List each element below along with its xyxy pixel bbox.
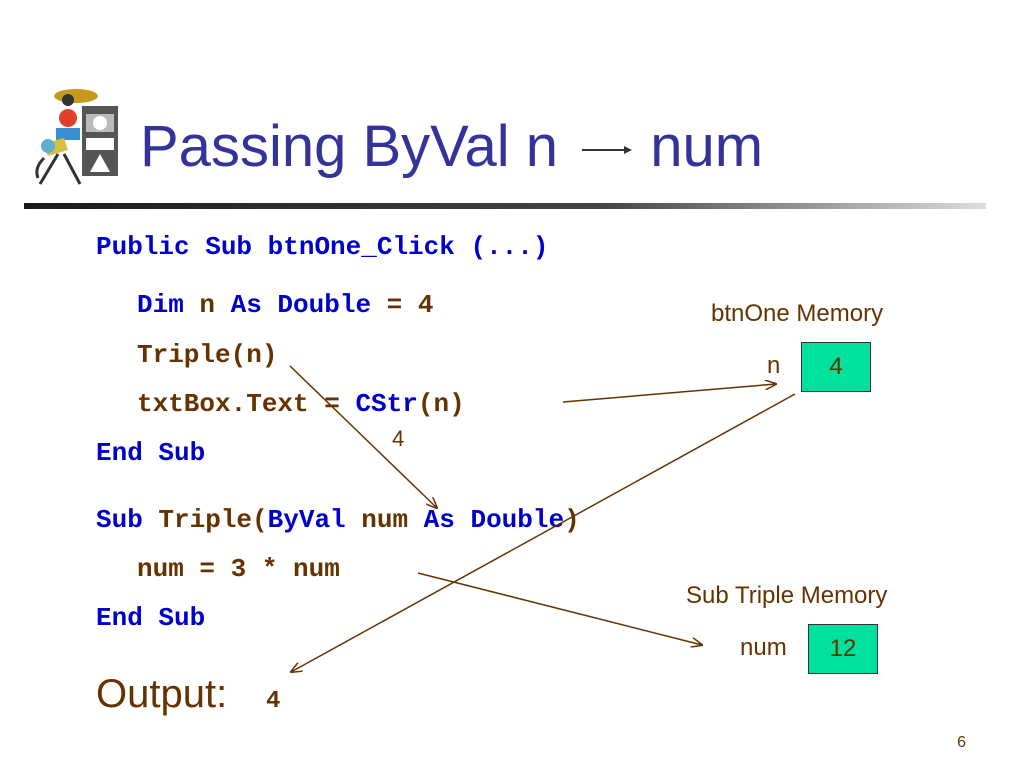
code-text: Triple(n) [137, 340, 278, 370]
code-text: num [345, 505, 424, 535]
keyword: As Double [230, 290, 372, 320]
keyword: Dim [137, 290, 184, 320]
keyword: As Double [423, 505, 565, 535]
code-text: n [183, 290, 231, 320]
var-num-label: num [740, 634, 787, 661]
btnone-memory-label: btnOne Memory [711, 300, 884, 327]
keyword: ByVal [267, 505, 346, 535]
right-arrow-icon [574, 118, 634, 176]
keyword: End Sub [96, 603, 206, 633]
var-num-memory-box: 12 [808, 624, 878, 674]
code-line-sub-declaration: Public Sub btnOne_Click (...) [96, 234, 548, 260]
keyword: Public Sub [96, 232, 253, 262]
code-text: num = 3 * num [137, 554, 340, 584]
title-divider [24, 196, 986, 209]
keyword: CStr [355, 389, 418, 419]
code-text: btnOne_Click (...) [252, 232, 549, 262]
code-line-dim: Dim n As Double = 4 [137, 292, 433, 318]
code-text: txtBox.Text = [137, 389, 356, 419]
code-line-end-sub-2: End Sub [96, 605, 205, 631]
code-text: ) [564, 505, 580, 535]
title-prefix: Passing ByVal n [140, 114, 559, 179]
code-text: (n) [417, 389, 465, 419]
keyword: Sub [96, 505, 143, 535]
slide-title: Passing ByVal n num [140, 118, 763, 176]
output-label: Output: [96, 672, 228, 716]
passed-value-label: 4 [392, 426, 405, 451]
var-num-value: 12 [829, 635, 857, 662]
page-number: 6 [957, 734, 966, 751]
arrow-n-to-output [291, 393, 796, 672]
presentation-logo [24, 88, 124, 188]
code-text: = 4 [371, 290, 434, 320]
arrow-cstr-to-n [562, 384, 776, 403]
code-line-txtbox: txtBox.Text = CStr(n) [137, 391, 465, 417]
arrow-call-to-param [289, 365, 437, 508]
code-text: Triple( [142, 505, 268, 535]
output-value: 4 [266, 688, 281, 715]
var-n-memory-box: 4 [801, 342, 871, 392]
arrow-num-to-memory [417, 572, 702, 645]
sub-triple-memory-label: Sub Triple Memory [686, 582, 888, 609]
code-line-triple-call: Triple(n) [137, 342, 277, 368]
keyword: End Sub [96, 438, 206, 468]
title-suffix: num [650, 114, 764, 179]
code-line-num-assign: num = 3 * num [137, 556, 340, 582]
var-n-label: n [767, 352, 781, 379]
var-n-value: 4 [829, 353, 843, 380]
code-line-end-sub: End Sub [96, 440, 205, 466]
code-line-sub-triple: Sub Triple(ByVal num As Double) [96, 507, 580, 533]
